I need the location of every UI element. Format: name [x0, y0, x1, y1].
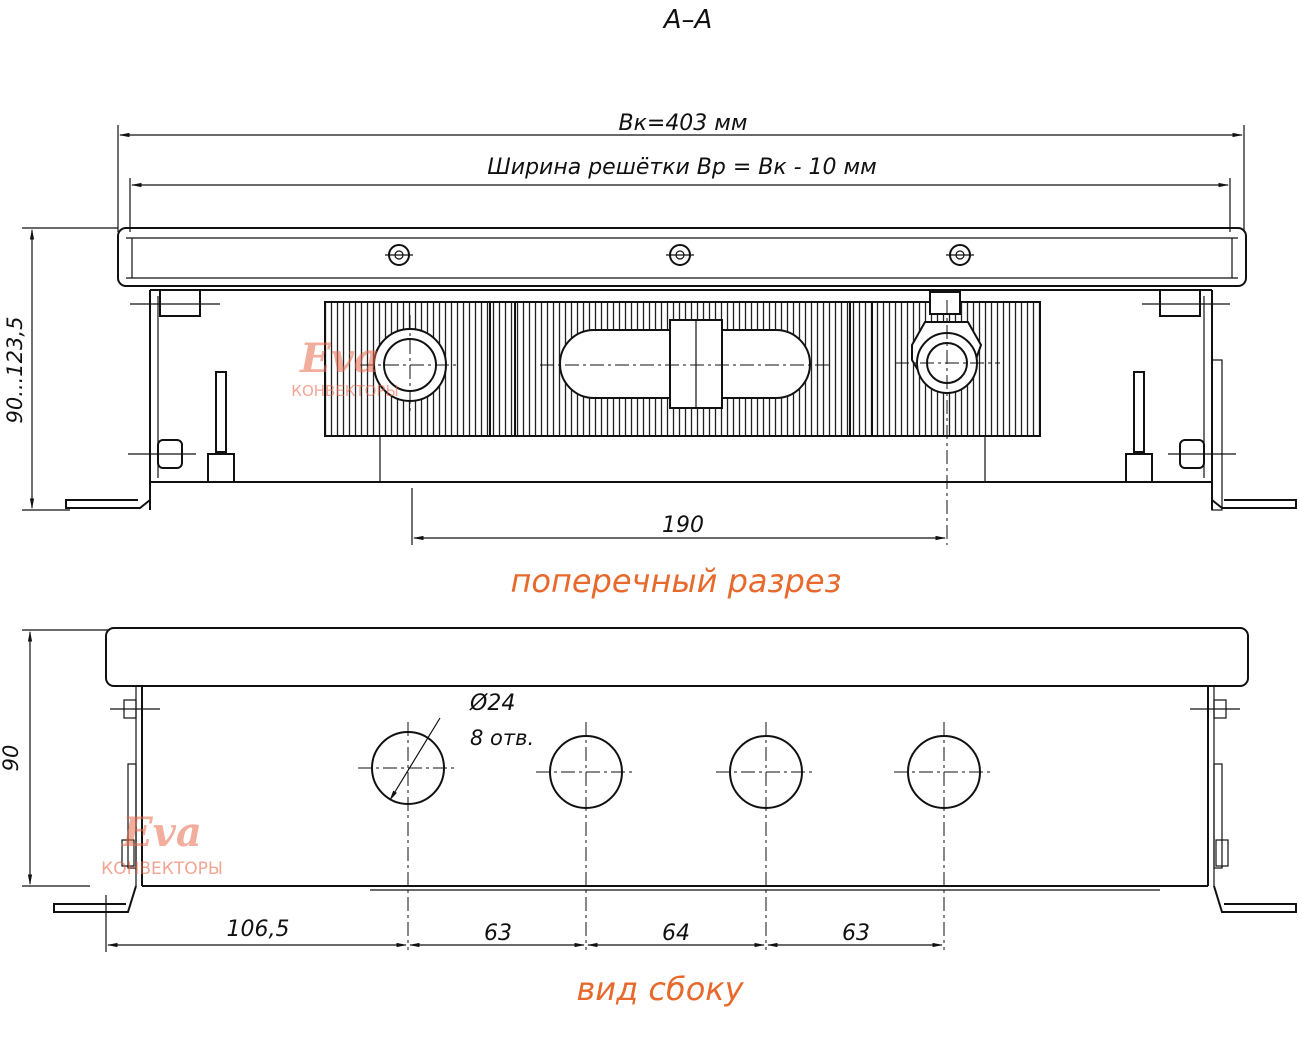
watermark-subtitle-2: КОНВЕКТОРЫ	[101, 859, 223, 879]
hole-diameter-label: Ø24	[469, 691, 515, 716]
side-caption: вид сбоку	[576, 970, 744, 1008]
total-width-label: Вк=403 мм	[619, 111, 748, 136]
side-grille	[105, 627, 1249, 687]
height-range-label: 90...123,5	[3, 317, 27, 424]
offset-label: 106,5	[227, 917, 290, 942]
gap-1-label: 63	[484, 921, 512, 946]
dimension-pipe-spacing: 190	[411, 488, 947, 545]
dimension-side-height: 90	[0, 629, 110, 887]
heat-exchanger	[324, 291, 1041, 545]
watermark-brand: Eva	[299, 335, 380, 382]
side-body	[53, 686, 1297, 913]
watermark-brand-2: Eva	[121, 809, 202, 856]
tray-body	[65, 289, 1297, 511]
connection-holes: Ø24 8 отв.	[358, 691, 994, 950]
section-caption: поперечный разрез	[510, 562, 841, 600]
watermark-subtitle: КОНВЕКТОРЫ	[291, 382, 398, 400]
side-height-label: 90	[0, 745, 23, 772]
gap-3-label: 63	[842, 921, 870, 946]
dimension-height-range: 90...123,5	[3, 227, 118, 511]
pipe-spacing-label: 190	[662, 513, 704, 538]
section-title: А–А	[662, 5, 713, 35]
dimension-total-width: Вк=403 мм	[117, 111, 1245, 232]
grille	[117, 227, 1247, 287]
hole-count-label: 8 отв.	[470, 726, 534, 750]
grille-width-label: Ширина решётки Вр = Вк - 10 мм	[487, 155, 876, 180]
watermark-side: Eva КОНВЕКТОРЫ	[101, 809, 223, 879]
gap-2-label: 64	[662, 921, 690, 946]
watermark-section: Eva КОНВЕКТОРЫ	[291, 335, 398, 400]
side-view: 90	[0, 627, 1297, 1008]
cross-section-view: А–А Вк=403 мм Ширина решётки Вр = Вк - 1…	[3, 5, 1297, 600]
dimension-chain: 106,5 63 64 63	[105, 895, 944, 952]
dimension-grille-width: Ширина решётки Вр = Вк - 10 мм	[129, 155, 1231, 232]
